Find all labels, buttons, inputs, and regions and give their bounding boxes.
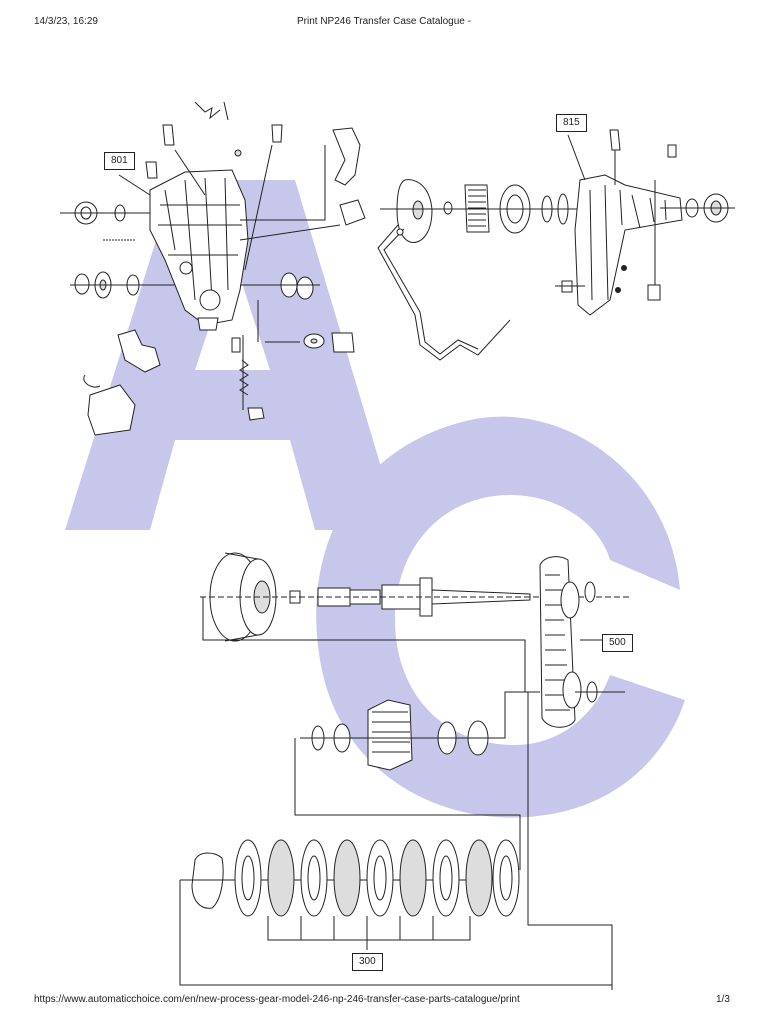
print-datetime: 14/3/23, 16:29: [34, 16, 98, 27]
page-url: https://www.automaticchoice.com/en/new-p…: [34, 994, 520, 1005]
page-title: Print NP246 Transfer Case Catalogue -: [297, 16, 471, 27]
clutch-pack-group: [179, 839, 612, 986]
callout-815: 815: [556, 114, 587, 132]
callout-300: 300: [352, 953, 383, 971]
mainshaft-group: [200, 552, 630, 990]
callout-500: 500: [602, 634, 633, 652]
page-number: 1/3: [716, 994, 730, 1005]
rear-case-group: [377, 129, 735, 361]
callout-801: 801: [104, 152, 135, 170]
front-case-group: [60, 101, 366, 436]
